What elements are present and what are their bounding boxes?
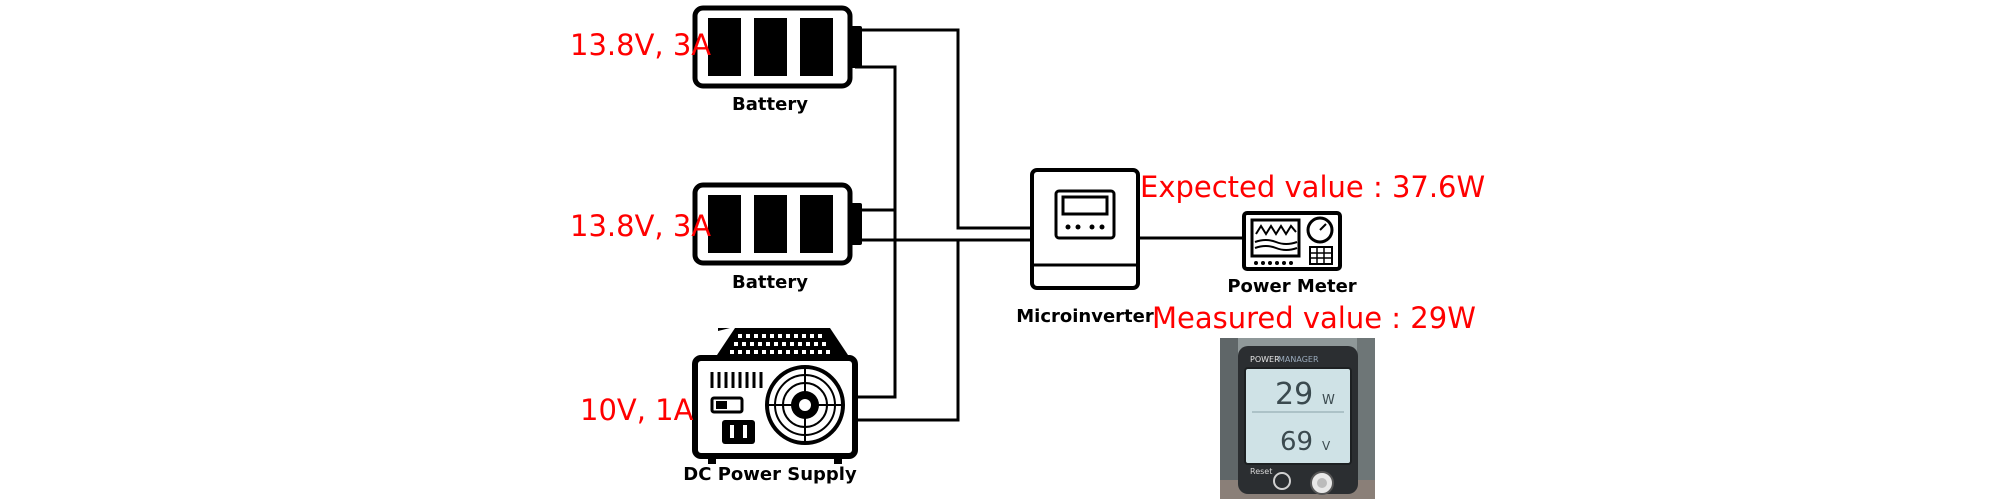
wire-battery-top-inner: [855, 65, 897, 210]
dc-power-supply-label: DC Power Supply: [683, 464, 857, 485]
microinverter-label: Microinverter: [1016, 306, 1154, 327]
battery-middle-label: Battery: [732, 272, 808, 293]
wire-battery-top-outer: [855, 28, 1032, 230]
battery-top-spec: 13.8V, 3A: [570, 28, 712, 62]
battery-middle-spec: 13.8V, 3A: [570, 209, 712, 243]
power-meter-icon: [1242, 211, 1342, 271]
wiring: [855, 28, 1244, 422]
meter-reading-top: 29: [1275, 377, 1313, 412]
meter-brand-right: MANAGER: [1278, 355, 1319, 364]
battery-middle: [692, 182, 862, 266]
wire-psu-outer: [855, 238, 1032, 422]
measured-value-annotation: Measured value : 29W: [1152, 301, 1476, 335]
microinverter-icon: [1030, 168, 1140, 290]
meter-unit-bottom: V: [1322, 439, 1331, 453]
reset-icon: [1273, 472, 1291, 490]
wire-psu-inner: [855, 210, 897, 399]
battery-top-label: Battery: [732, 94, 808, 115]
meter-unit-top: W: [1322, 393, 1335, 408]
power-meter-label: Power Meter: [1227, 276, 1357, 297]
battery-top: [692, 5, 862, 89]
dc-power-supply-spec: 10V, 1A: [580, 393, 694, 427]
expected-value-annotation: Expected value : 37.6W: [1140, 170, 1486, 204]
meter-reading-bottom: 69: [1280, 427, 1313, 457]
meter-reset-label: Reset: [1250, 467, 1272, 476]
meter-photo: POWER MANAGER 29 W 69 V Reset: [1220, 338, 1375, 499]
meter-brand-left: POWER: [1250, 355, 1280, 364]
dc-power-supply-icon: [692, 328, 858, 464]
